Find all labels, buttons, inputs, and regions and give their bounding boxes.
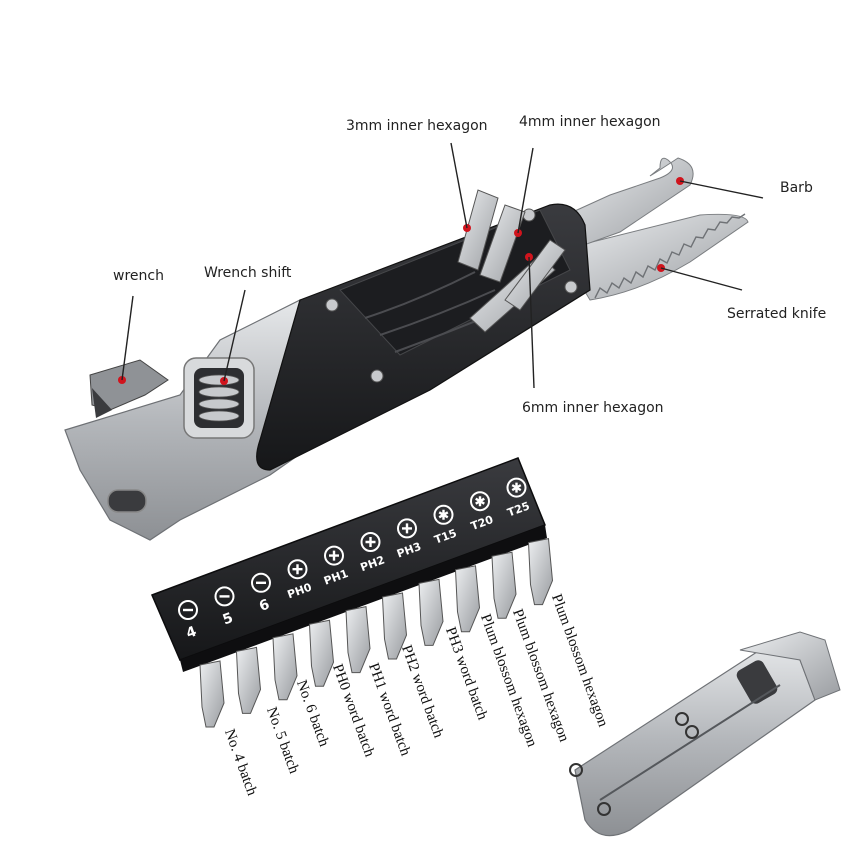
bit-symbol-icon	[178, 600, 198, 620]
screwdriver-bit	[272, 633, 298, 701]
screw-2	[370, 369, 384, 383]
hex-keys	[457, 189, 566, 333]
label-barb: Barb	[780, 180, 813, 196]
lanyard-slot	[107, 489, 147, 513]
screwdriver-bit	[308, 619, 335, 687]
screw-1	[325, 298, 339, 312]
label-4mm-hexagon: 4mm inner hexagon	[519, 114, 661, 130]
bit-symbol-icon	[324, 545, 344, 566]
phillips-icon	[329, 550, 339, 561]
folded-wrench-head	[739, 631, 841, 701]
phillips-icon	[402, 523, 412, 534]
screw-3	[522, 208, 536, 222]
screw-4	[564, 280, 578, 294]
screwdriver-bit	[345, 606, 371, 674]
screwdriver-bit	[235, 646, 262, 714]
label-3mm-hexagon: 3mm inner hexagon	[346, 118, 488, 134]
label-wrench-shift: Wrench shift	[204, 265, 292, 281]
barb-blade	[554, 157, 694, 251]
screwdriver-bit	[491, 551, 517, 619]
bit-symbol-icon	[433, 504, 454, 525]
serration-edge	[594, 213, 746, 299]
label-wrench: wrench	[113, 268, 164, 284]
bit-symbol-icon	[470, 491, 490, 512]
bit-symbol-icon	[506, 477, 527, 498]
serrated-knife-blade	[559, 213, 749, 301]
screwdriver-bit	[418, 578, 444, 646]
phillips-icon	[292, 564, 303, 575]
bit-symbol-icon	[214, 586, 235, 607]
torx-icon	[475, 496, 485, 507]
folded-multitool	[569, 631, 841, 837]
label-serrated-knife: Serrated knife	[727, 306, 827, 322]
bit-symbol-icon	[251, 572, 271, 593]
worm-gear	[198, 374, 240, 422]
bit-symbol-icon	[397, 518, 417, 539]
torx-icon	[511, 482, 522, 493]
torx-icon	[438, 509, 449, 520]
phillips-icon	[365, 537, 376, 547]
multitool-main	[64, 142, 764, 541]
wrench-jaw	[89, 359, 169, 411]
label-6mm-hexagon: 6mm inner hexagon	[522, 400, 664, 416]
screwdriver-bit	[199, 660, 225, 728]
bit-symbol-icon	[287, 559, 308, 580]
screwdriver-bit	[454, 565, 481, 633]
screwdriver-bit	[527, 538, 554, 606]
leader-lines	[121, 142, 764, 389]
screwdriver-bit	[381, 592, 408, 660]
bit-symbol-icon	[360, 532, 381, 552]
